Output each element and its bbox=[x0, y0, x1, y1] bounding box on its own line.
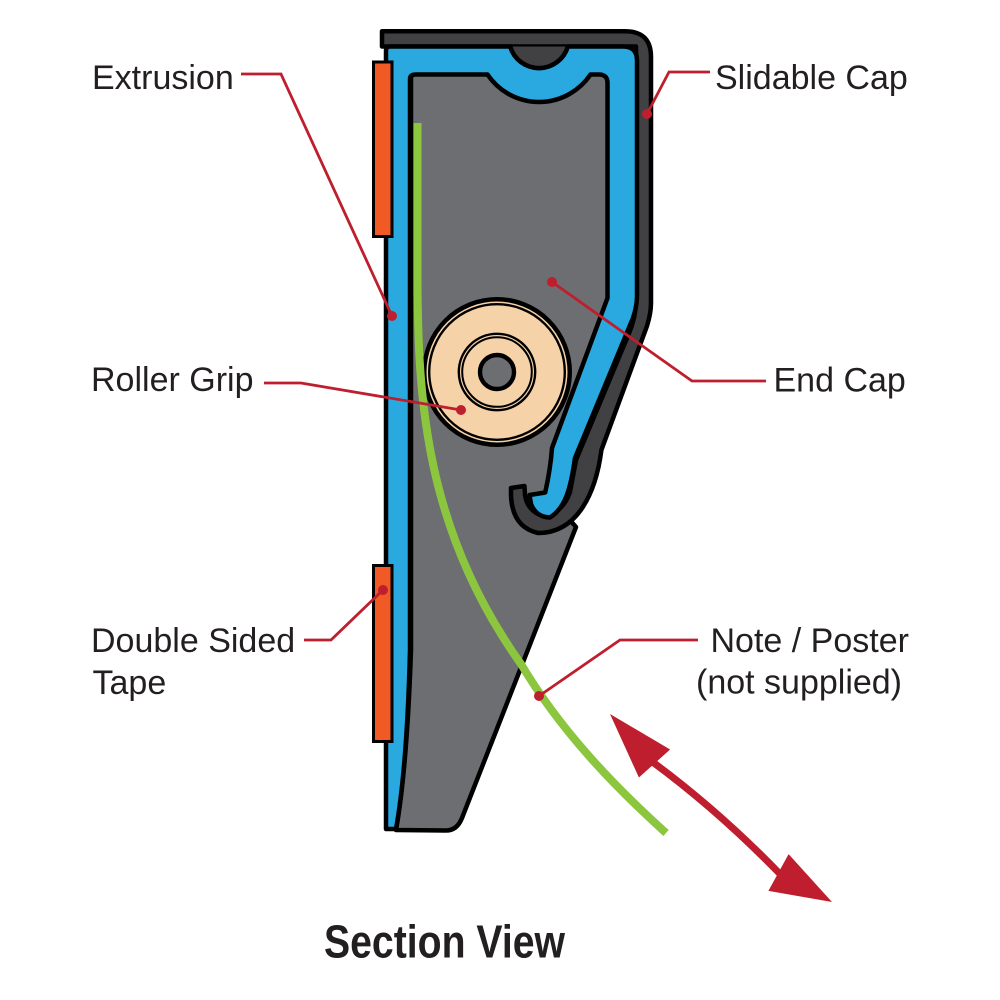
svg-text:Slidable Cap: Slidable Cap bbox=[715, 59, 908, 97]
svg-text:(not supplied): (not supplied) bbox=[696, 664, 902, 702]
svg-text:Section View: Section View bbox=[324, 917, 566, 969]
svg-text:Note / Poster: Note / Poster bbox=[711, 622, 909, 660]
svg-text:Tape: Tape bbox=[93, 664, 167, 702]
svg-text:Double Sided: Double Sided bbox=[91, 622, 295, 660]
svg-text:Roller Grip: Roller Grip bbox=[91, 361, 253, 399]
svg-text:Extrusion: Extrusion bbox=[92, 59, 234, 97]
svg-text:End Cap: End Cap bbox=[774, 362, 906, 400]
